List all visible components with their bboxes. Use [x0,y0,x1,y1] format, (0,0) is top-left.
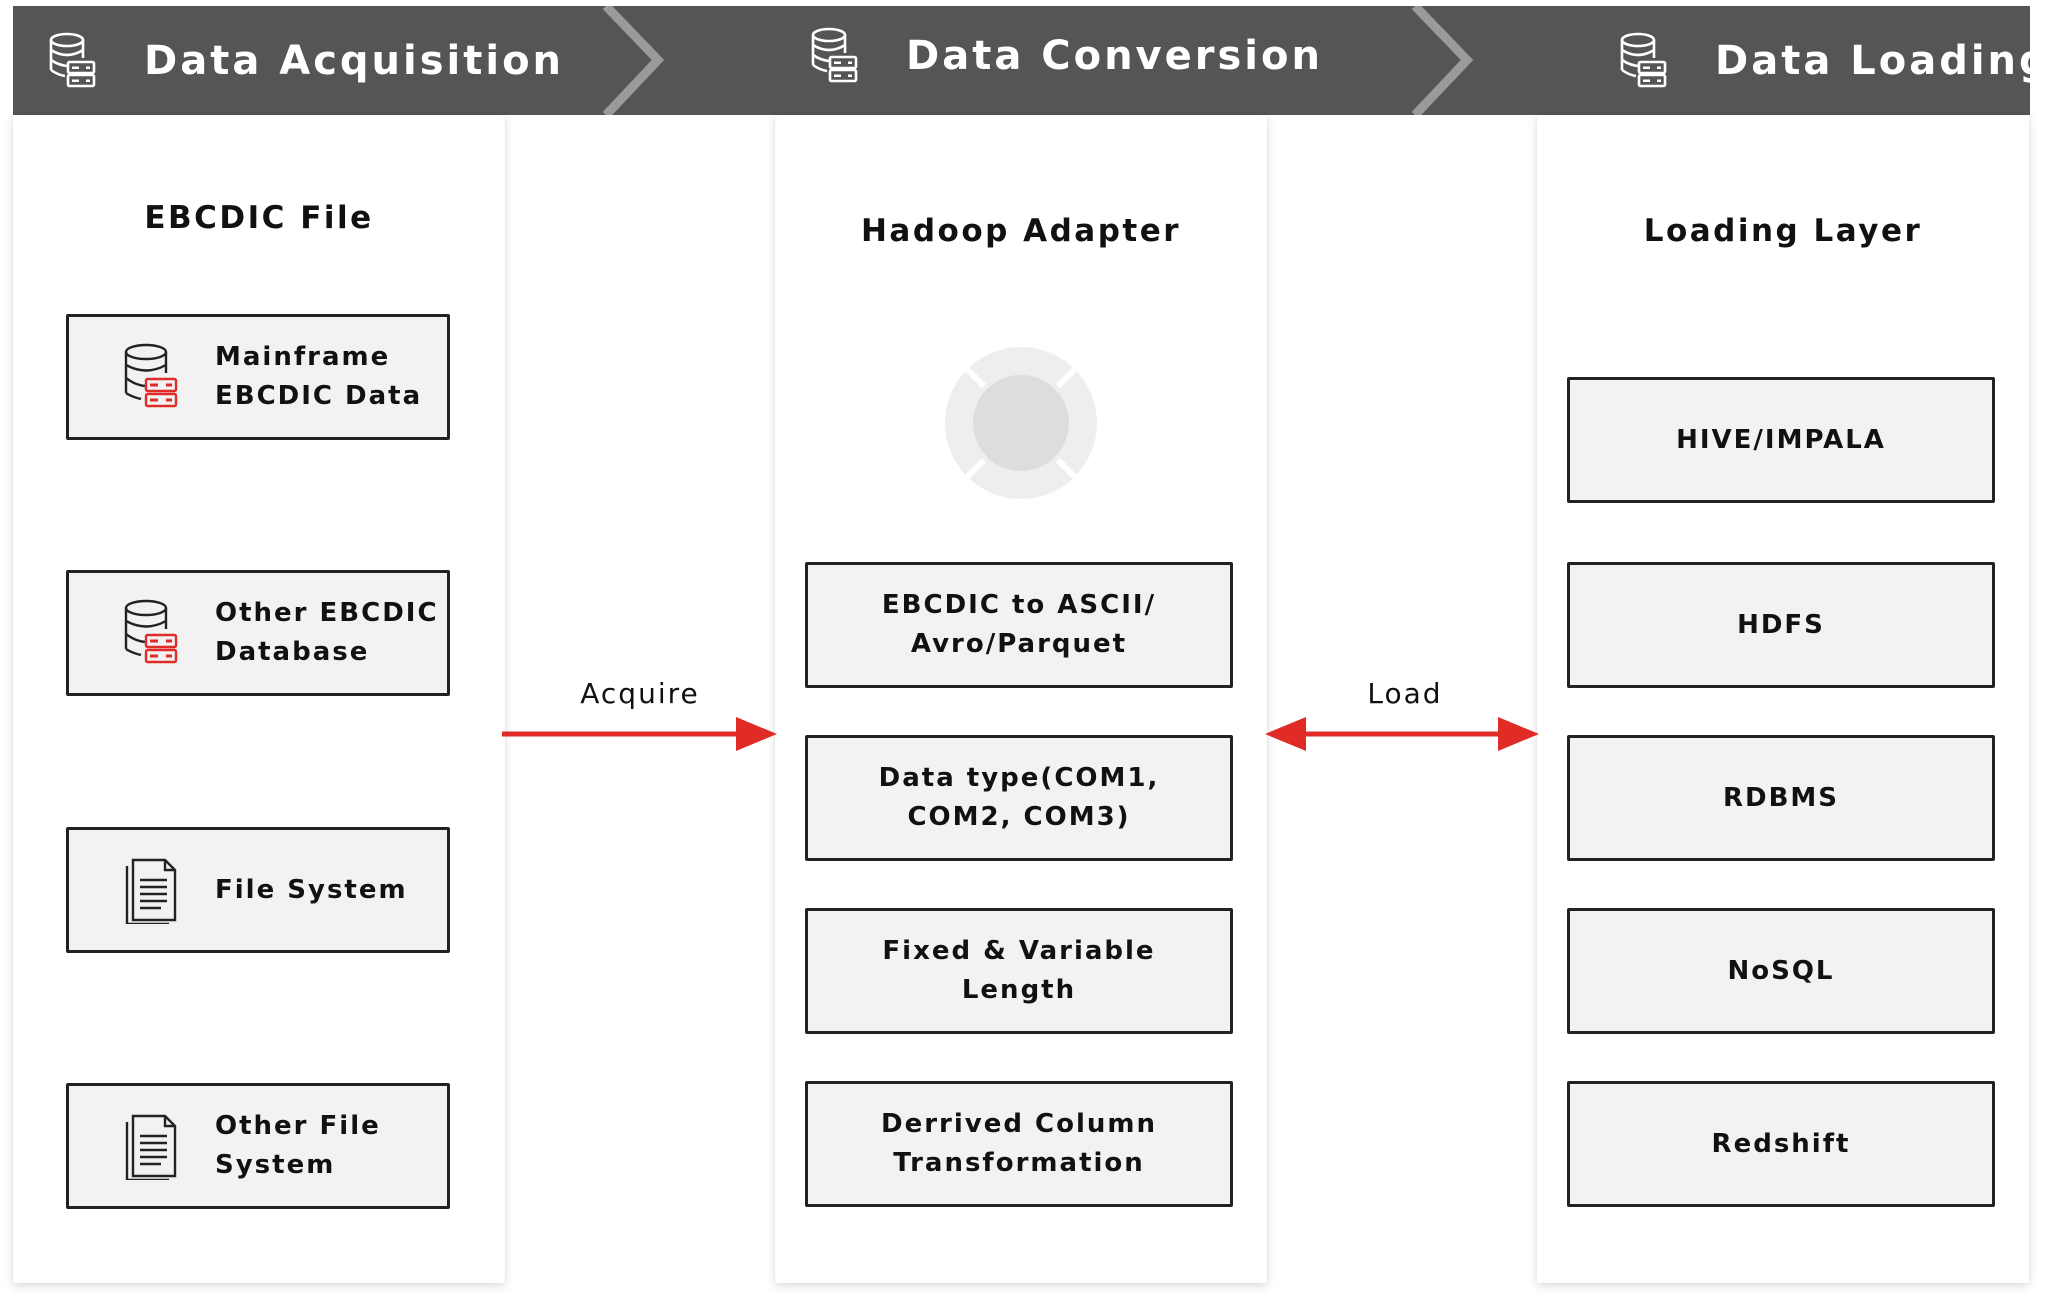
target-hdfs: HDFS [1567,562,1995,688]
column-title: Hadoop Adapter [860,213,1182,249]
target-hive-impala: HIVE/IMPALA [1567,377,1995,503]
conversion-step-ebcdic-to-ascii: EBCDIC to ASCII/ Avro/Parquet [805,562,1233,688]
target-label: HIVE/IMPALA [1676,424,1886,455]
stage-data-loading: Data Loading [1618,6,2048,115]
database-server-icon [124,599,178,664]
step-label: Data type(COM1, COM2, COM3) [878,763,1160,832]
acquire-label: Acquire [580,677,700,710]
chevron-separator-2 [1411,6,1474,115]
source-label: Other EBCDIC Database [215,598,439,667]
stage-title: Data Acquisition [144,37,565,84]
conversion-step-fixed-variable-length: Fixed & Variable Length [805,908,1233,1034]
source-mainframe-ebcdic-data: Mainframe EBCDIC Data [66,314,450,440]
source-label: File System [215,874,408,905]
document-icon [125,858,177,924]
document-icon [125,1114,177,1180]
stage-title: Data Conversion [906,32,1323,79]
load-label: Load [1367,677,1443,710]
target-rdbms: RDBMS [1567,735,1995,861]
source-label: Other File System [215,1111,381,1180]
stage-title: Data Loading [1715,37,2048,84]
database-server-icon [811,27,858,82]
step-label: Fixed & Variable Length [882,936,1156,1005]
column-title: Loading Layer [1643,213,1923,249]
load-bidirectional-arrow [1265,717,1539,751]
conversion-step-data-type: Data type(COM1, COM2, COM3) [805,735,1233,861]
target-redshift: Redshift [1567,1081,1995,1207]
database-server-icon [49,32,96,87]
source-other-ebcdic-database: Other EBCDIC Database [66,570,450,696]
target-label: Redshift [1711,1128,1851,1159]
source-file-system: File System [66,827,450,953]
target-label: RDBMS [1722,782,1840,813]
target-nosql: NoSQL [1567,908,1995,1034]
conversion-step-derived-column: Derrived Column Transformation [805,1081,1233,1207]
loading-column: Loading Layer HIVE/IMPALA HDFS RDBMS NoS… [1537,115,2029,1283]
source-other-file-system: Other File System [66,1083,450,1209]
database-server-icon [1620,32,1667,87]
hadoop-adapter-logo-icon [945,347,1097,499]
target-label: NoSQL [1727,955,1835,986]
target-label: HDFS [1737,609,1825,640]
stage-header-bar: Data Acquisition Data Conversion [13,6,2048,115]
step-label: Derrived Column Transformation [881,1109,1157,1178]
database-server-icon [124,343,178,408]
stage-data-acquisition: Data Acquisition [47,6,564,115]
chevron-separator-1 [602,6,665,115]
column-title: EBCDIC File [144,200,374,236]
acquisition-column: EBCDIC File Mainframe EBCDIC Data [13,115,505,1283]
stage-data-conversion: Data Conversion [809,1,1323,110]
step-label: EBCDIC to ASCII/ Avro/Parquet [881,590,1157,659]
source-label: Mainframe EBCDIC Data [215,342,423,411]
acquire-arrow [502,717,777,751]
conversion-column: Hadoop Adapter EBCDIC to ASCII/ Avro/Par… [775,115,1267,1283]
